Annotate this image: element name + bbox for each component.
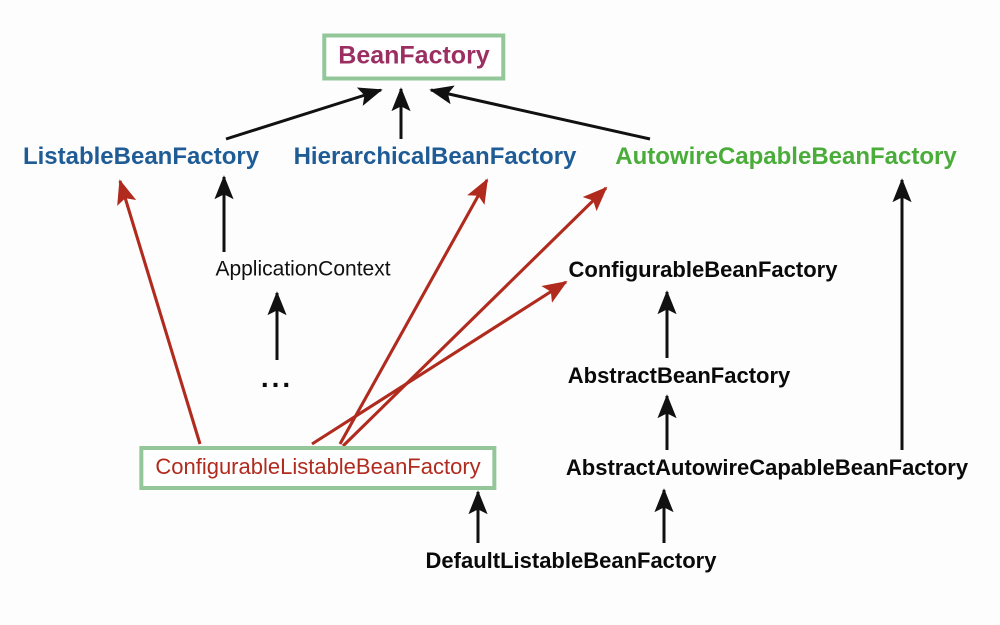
edge-configurablelistable-to-listable bbox=[117, 179, 202, 445]
node-label: ... bbox=[260, 362, 294, 393]
node-abstractbeanfactory: AbstractBeanFactory bbox=[568, 365, 791, 387]
edge-listable-to-beanfactory bbox=[225, 87, 383, 141]
node-autowirecapablebeanfactory: AutowireCapableBeanFactory bbox=[615, 145, 956, 169]
edge-configurablelistable-to-configurablebeanfactory bbox=[311, 280, 568, 446]
node-label: AbstractBeanFactory bbox=[567, 363, 791, 388]
node-beanfactory: BeanFactory bbox=[322, 33, 506, 81]
node-label: AutowireCapableBeanFactory bbox=[615, 143, 957, 170]
node-ellipsis: ... bbox=[261, 364, 293, 392]
node-label: BeanFactory bbox=[338, 41, 490, 70]
node-configurablebeanfactory: ConfigurableBeanFactory bbox=[569, 259, 838, 281]
node-label: ConfigurableBeanFactory bbox=[568, 257, 838, 282]
node-label: HierarchicalBeanFactory bbox=[293, 143, 577, 170]
node-label: ConfigurableListableBeanFactory bbox=[155, 454, 481, 479]
node-defaultlistablebeanfactory: DefaultListableBeanFactory bbox=[426, 550, 717, 572]
node-abstractautowirecapablebeanfactory: AbstractAutowireCapableBeanFactory bbox=[566, 457, 968, 479]
node-label: DefaultListableBeanFactory bbox=[425, 548, 717, 573]
edge-configurablelistable-to-autowirecapable bbox=[341, 186, 608, 448]
node-label: ListableBeanFactory bbox=[22, 143, 260, 170]
node-hierarchicalbeanfactory: HierarchicalBeanFactory bbox=[294, 145, 577, 169]
edge-autowirecapable-to-beanfactory bbox=[429, 85, 651, 141]
node-applicationcontext: ApplicationContext bbox=[215, 259, 390, 280]
node-listablebeanfactory: ListableBeanFactory bbox=[23, 145, 259, 169]
node-label: AbstractAutowireCapableBeanFactory bbox=[565, 455, 969, 480]
node-configurablelistablebeanfactory: ConfigurableListableBeanFactory bbox=[139, 446, 497, 490]
node-label: ApplicationContext bbox=[215, 257, 391, 281]
edge-configurablelistable-to-hierarchical bbox=[338, 178, 489, 445]
